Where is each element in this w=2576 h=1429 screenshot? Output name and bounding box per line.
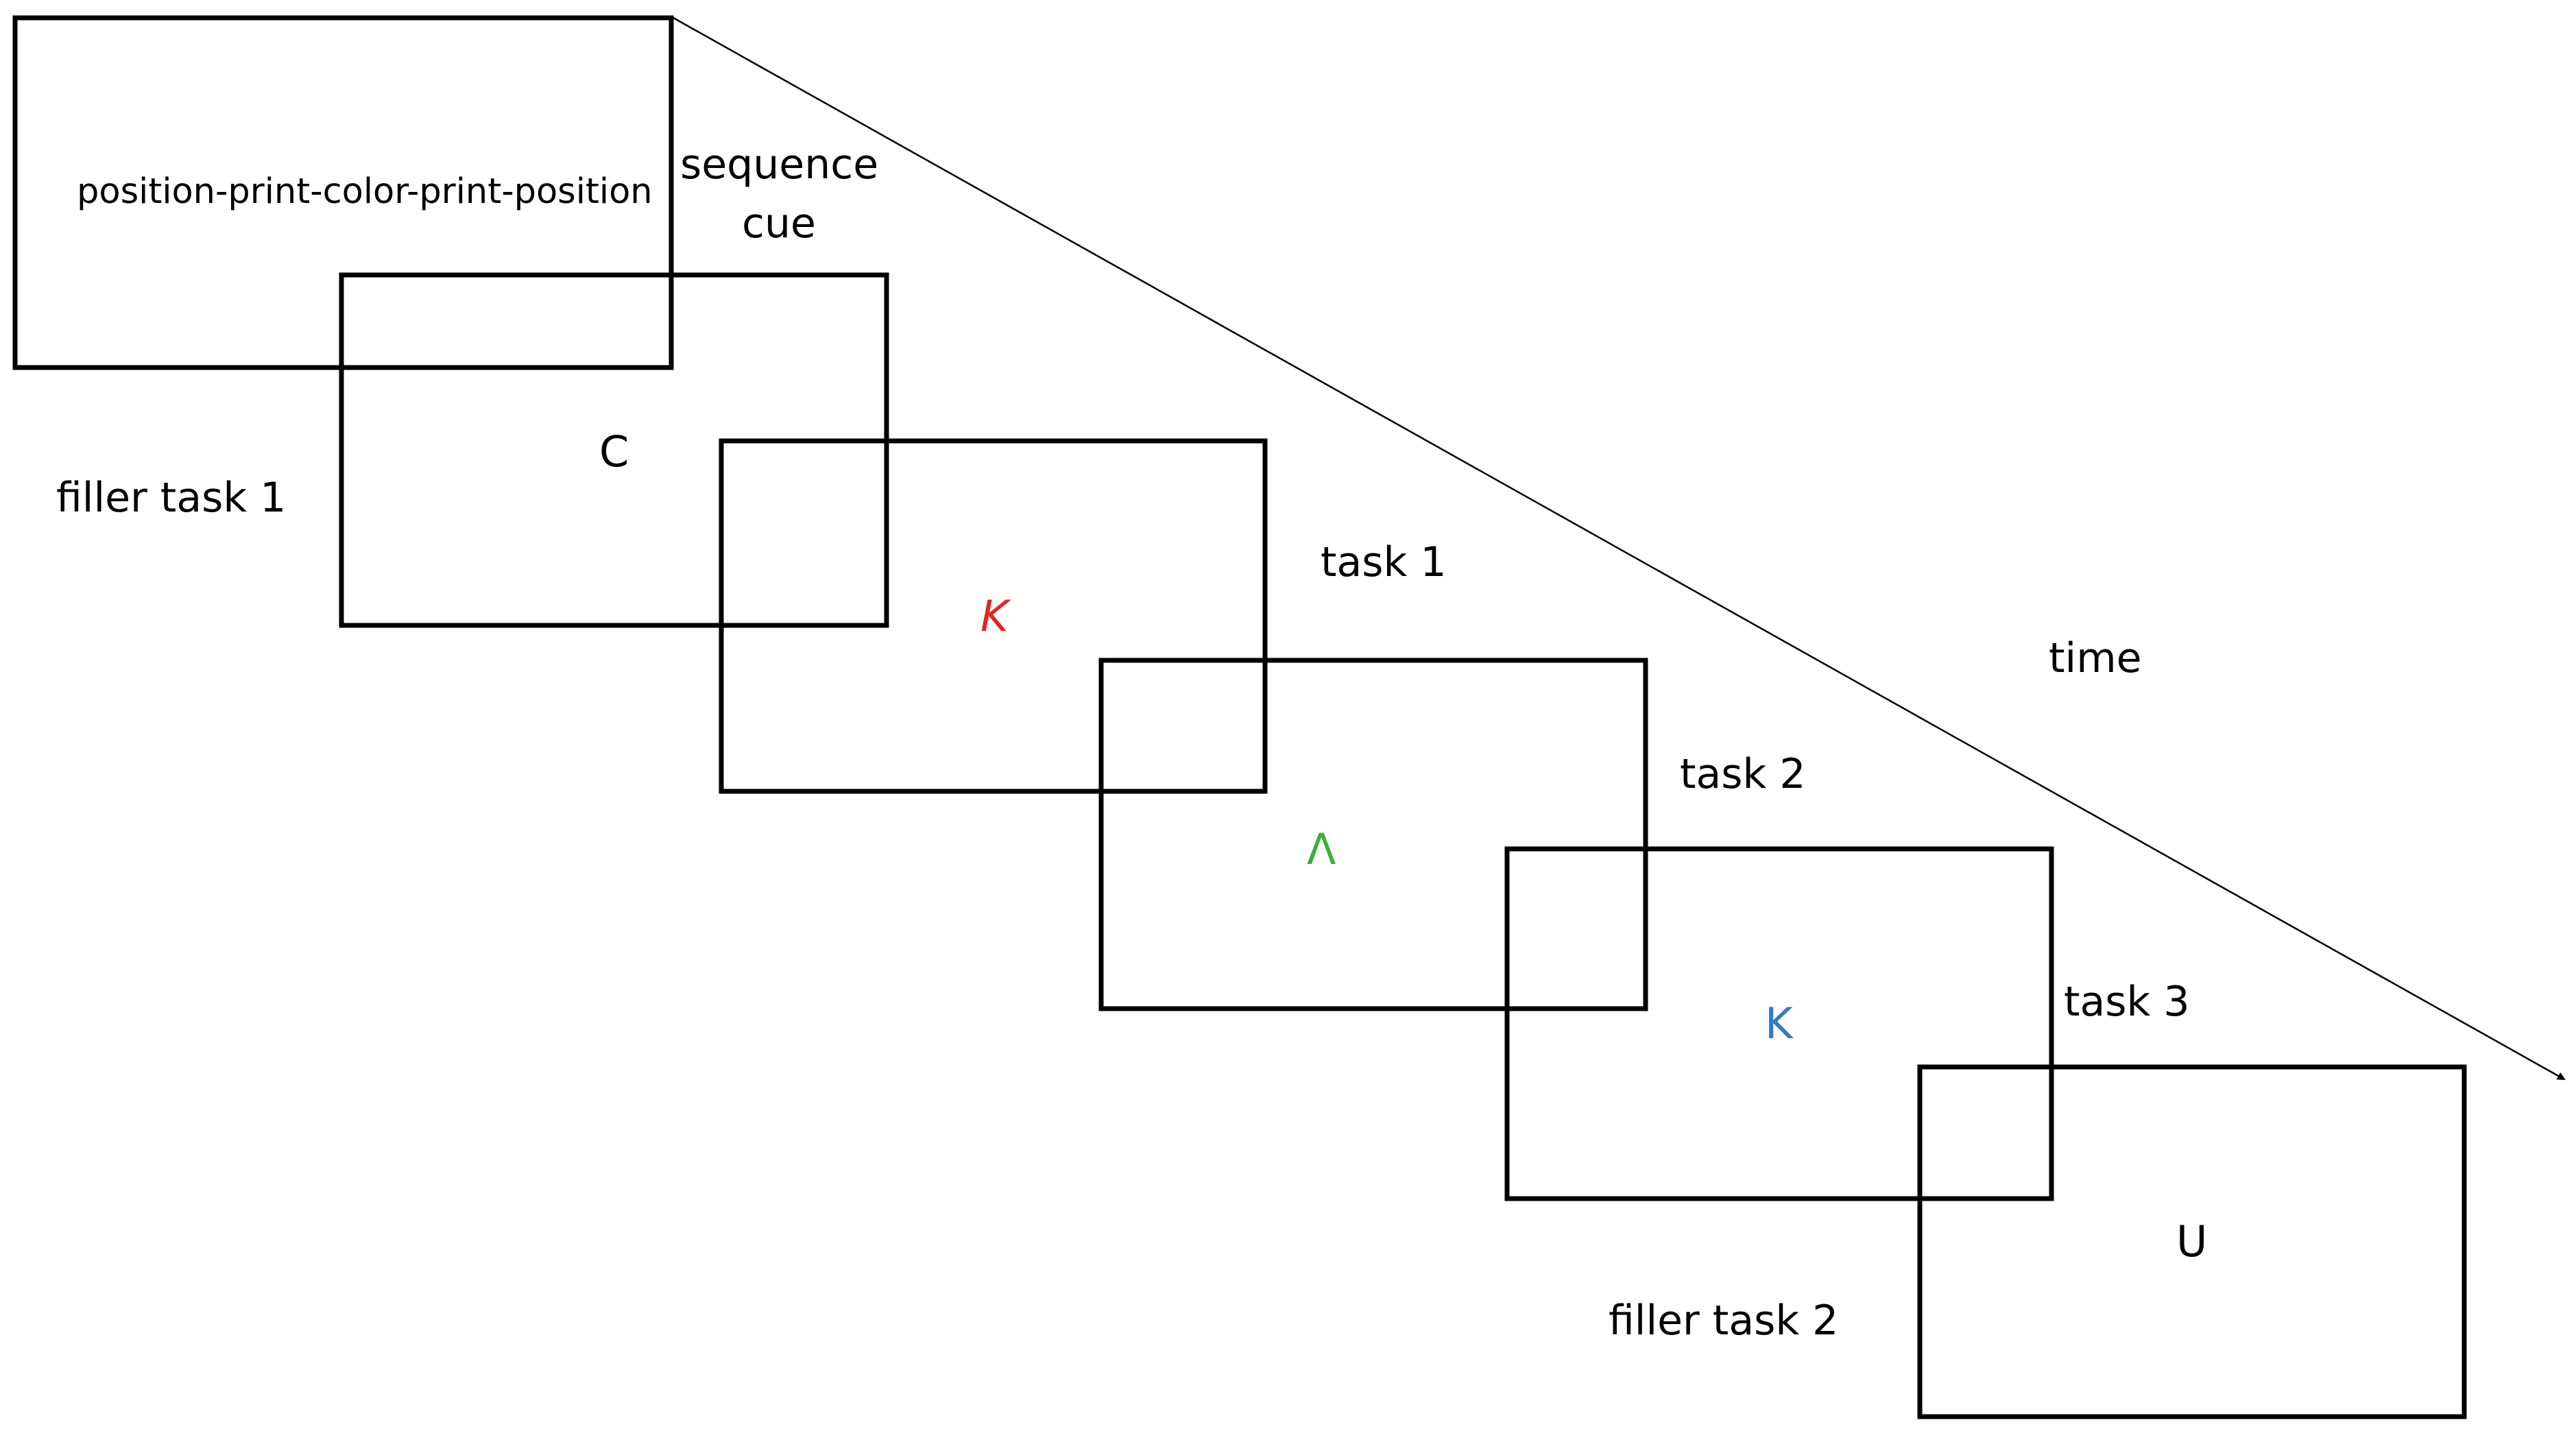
task-2-label: task 2: [1680, 750, 1806, 798]
task-1-stimulus: K: [980, 591, 1009, 641]
sequence-cue-text: position-print-color-print-position: [77, 171, 653, 212]
task-2-stimulus: Λ: [1307, 824, 1336, 874]
task-3-frame: [1504, 846, 2054, 1201]
filler-task-1-label: filler task 1: [56, 474, 287, 522]
filler-task-2-stimulus: U: [2176, 1216, 2208, 1266]
time-label: time: [2049, 634, 2142, 682]
sequence-cue-label-line2: cue: [742, 200, 816, 248]
filler-task-2-frame: [1917, 1064, 2467, 1419]
task-1-frame: [719, 438, 1268, 794]
task-1-label: task 1: [1321, 538, 1447, 586]
filler-task-2-label: filler task 2: [1609, 1297, 1839, 1345]
filler-task-1-stimulus: C: [599, 427, 629, 477]
filler-task-1-frame: [339, 272, 889, 628]
sequence-cue-label-line1: sequence: [680, 141, 879, 189]
task-3-stimulus: K: [1765, 998, 1793, 1048]
time-arrow: [673, 16, 2566, 1081]
task-2-frame: [1098, 658, 1648, 1011]
task-3-label: task 3: [2064, 978, 2190, 1026]
